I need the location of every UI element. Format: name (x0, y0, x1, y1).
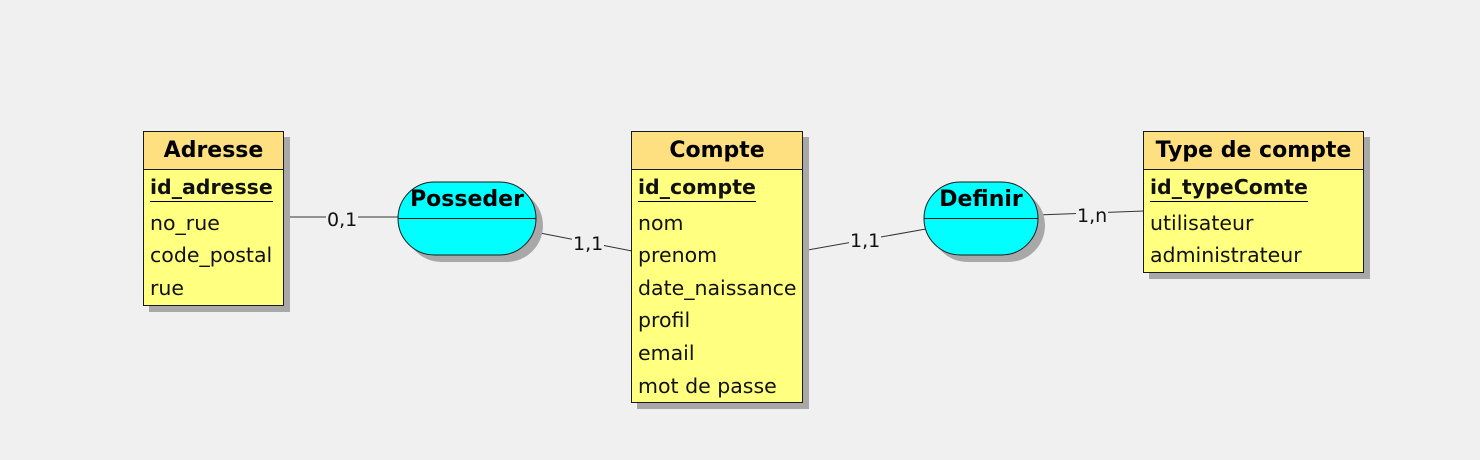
entity-compte[interactable]: Compte id_compte nom prenom date_naissan… (631, 131, 803, 403)
attribute: profil (638, 308, 691, 333)
primary-key-attribute: id_typeComte (1150, 173, 1308, 202)
entity-attributes: id_typeComte utilisateur administrateur (1144, 170, 1363, 272)
entity-attributes: id_compte nom prenom date_naissance prof… (632, 170, 802, 402)
primary-key-attribute: id_compte (638, 173, 756, 202)
primary-key-attribute: id_adresse (150, 173, 273, 202)
association-label-posseder: Posseder (410, 187, 524, 212)
cardinality-compte-posseder: 1,1 (572, 233, 605, 255)
cardinality-type-definir: 1,n (1076, 205, 1109, 227)
entity-title: Type de compte (1144, 132, 1363, 170)
attribute: nom (638, 210, 684, 235)
entity-attributes: id_adresse no_rue code_postal rue (144, 170, 283, 304)
entity-adresse[interactable]: Adresse id_adresse no_rue code_postal ru… (143, 131, 284, 306)
association-definir[interactable] (923, 181, 1045, 262)
cardinality-adresse-posseder: 0,1 (326, 209, 359, 231)
entity-title: Adresse (144, 132, 283, 170)
association-posseder[interactable] (397, 181, 543, 262)
attribute: rue (150, 275, 185, 300)
attribute: email (638, 340, 695, 365)
attribute: mot de passe (638, 373, 777, 398)
entity-title: Compte (632, 132, 802, 170)
attribute: no_rue (150, 210, 220, 235)
attribute: code_postal (150, 243, 273, 268)
attribute: prenom (638, 243, 718, 268)
attribute: administrateur (1150, 243, 1302, 268)
cardinality-compte-definir: 1,1 (849, 230, 882, 252)
association-label-definir: Definir (939, 187, 1023, 212)
attribute: utilisateur (1150, 210, 1254, 235)
entity-type-de-compte[interactable]: Type de compte id_typeComte utilisateur … (1143, 131, 1364, 273)
attribute: date_naissance (638, 275, 797, 300)
